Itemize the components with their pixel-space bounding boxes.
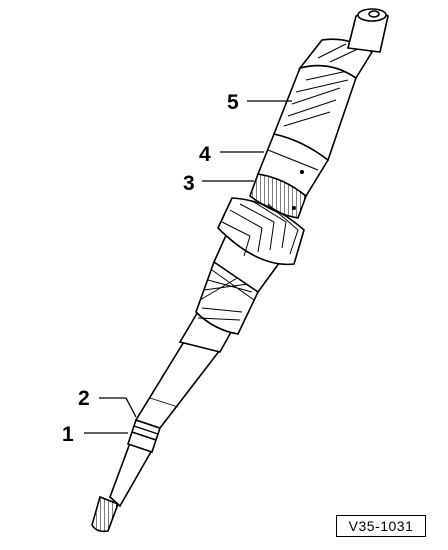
figure-reference-code: V35-1031	[336, 515, 426, 537]
input-shaft	[91, 8, 389, 533]
callout-3: 3	[183, 172, 195, 195]
callout-4: 4	[199, 143, 211, 166]
shaft-segment	[134, 339, 222, 429]
splined-end	[91, 495, 120, 533]
callout-leaders	[84, 100, 292, 434]
callout-2: 2	[78, 387, 90, 410]
leader-2	[99, 397, 137, 418]
lower-shaft	[109, 442, 154, 508]
callout-5: 5	[227, 91, 239, 114]
callout-1: 1	[62, 423, 74, 446]
